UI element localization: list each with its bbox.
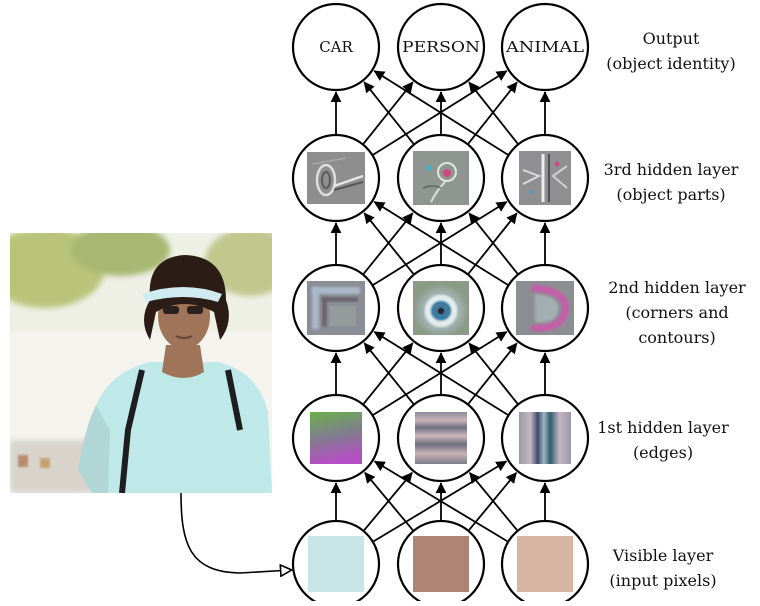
connection-arrow	[373, 201, 509, 286]
node-hidden2-2	[396, 263, 486, 353]
layer-label-hidden1: 1st hidden layer (edges)	[578, 415, 748, 465]
node-hidden1-1	[291, 393, 381, 483]
person-with-visor-photo	[10, 233, 272, 493]
connections-group	[330, 70, 551, 543]
pixel-swatch	[517, 536, 573, 592]
layer-label-line: 2nd hidden layer	[608, 278, 746, 297]
layer-label-hidden3: 3rd hidden layer (object parts)	[586, 157, 756, 207]
edge-filter-image	[310, 412, 362, 464]
connection-arrow	[468, 212, 519, 275]
node-visible-1	[291, 519, 381, 606]
node-visible-3	[500, 519, 590, 606]
layer-label-line: (object identity)	[606, 54, 736, 73]
layer-label-line: (object parts)	[616, 185, 726, 204]
object-part-image	[413, 151, 469, 205]
layer-label-line: 3rd hidden layer	[603, 160, 739, 179]
node-visible-2	[396, 519, 486, 606]
connection-arrow	[363, 212, 415, 275]
node-output-3: ANIMAL	[500, 2, 590, 92]
output-node-label: ANIMAL	[505, 38, 584, 56]
node-output-2: PERSON	[396, 2, 486, 92]
connection-arrow	[468, 472, 518, 531]
node-hidden1-2	[396, 393, 486, 483]
node-hidden1-3	[500, 393, 590, 483]
connection-arrow	[373, 70, 509, 156]
pixel-swatch	[413, 536, 469, 592]
input-arrow	[180, 492, 291, 573]
node-hidden3-3	[500, 133, 590, 223]
object-part-image	[307, 152, 365, 204]
node-hidden2-1	[291, 263, 381, 353]
layer-label-line: (corners and	[625, 303, 729, 322]
layer-label-output: Output (object identity)	[586, 26, 756, 76]
corner-filter-image	[307, 281, 365, 335]
connection-arrow	[373, 331, 509, 416]
node-hidden2-3	[500, 263, 590, 353]
contour-filter-image	[413, 281, 469, 335]
object-part-image	[519, 151, 571, 205]
layer-label-line: Visible layer	[612, 546, 714, 565]
node-circle	[500, 2, 590, 92]
nodes-group: CAR PERSON ANIMAL	[291, 2, 590, 606]
pixel-swatch	[308, 536, 364, 592]
input-photo-group	[10, 233, 295, 573]
node-hidden3-1	[291, 133, 381, 223]
node-output-1: CAR	[291, 2, 381, 92]
node-hidden3-2	[396, 133, 486, 223]
layer-label-line: 1st hidden layer	[597, 418, 729, 437]
output-node-label: CAR	[319, 38, 353, 56]
layer-label-line: (input pixels)	[609, 571, 717, 590]
output-node-label: PERSON	[402, 38, 480, 56]
layer-label-line: contours)	[638, 328, 716, 347]
contour-filter-image	[516, 281, 574, 335]
layer-label-line: (edges)	[632, 443, 694, 462]
node-circle	[396, 2, 486, 92]
connection-arrow	[363, 81, 415, 145]
layer-label-line: Output	[642, 29, 700, 48]
connection-arrow	[468, 342, 519, 405]
connection-arrow	[373, 460, 508, 543]
connection-arrow	[468, 81, 519, 145]
node-circle	[291, 2, 381, 92]
connection-arrow	[363, 342, 415, 405]
layer-label-hidden2: 2nd hidden layer (corners and contours)	[592, 275, 760, 350]
edge-filter-image	[415, 412, 467, 464]
layer-label-visible: Visible layer (input pixels)	[578, 543, 748, 593]
edge-filter-image	[519, 412, 571, 464]
connection-arrow	[364, 471, 414, 531]
